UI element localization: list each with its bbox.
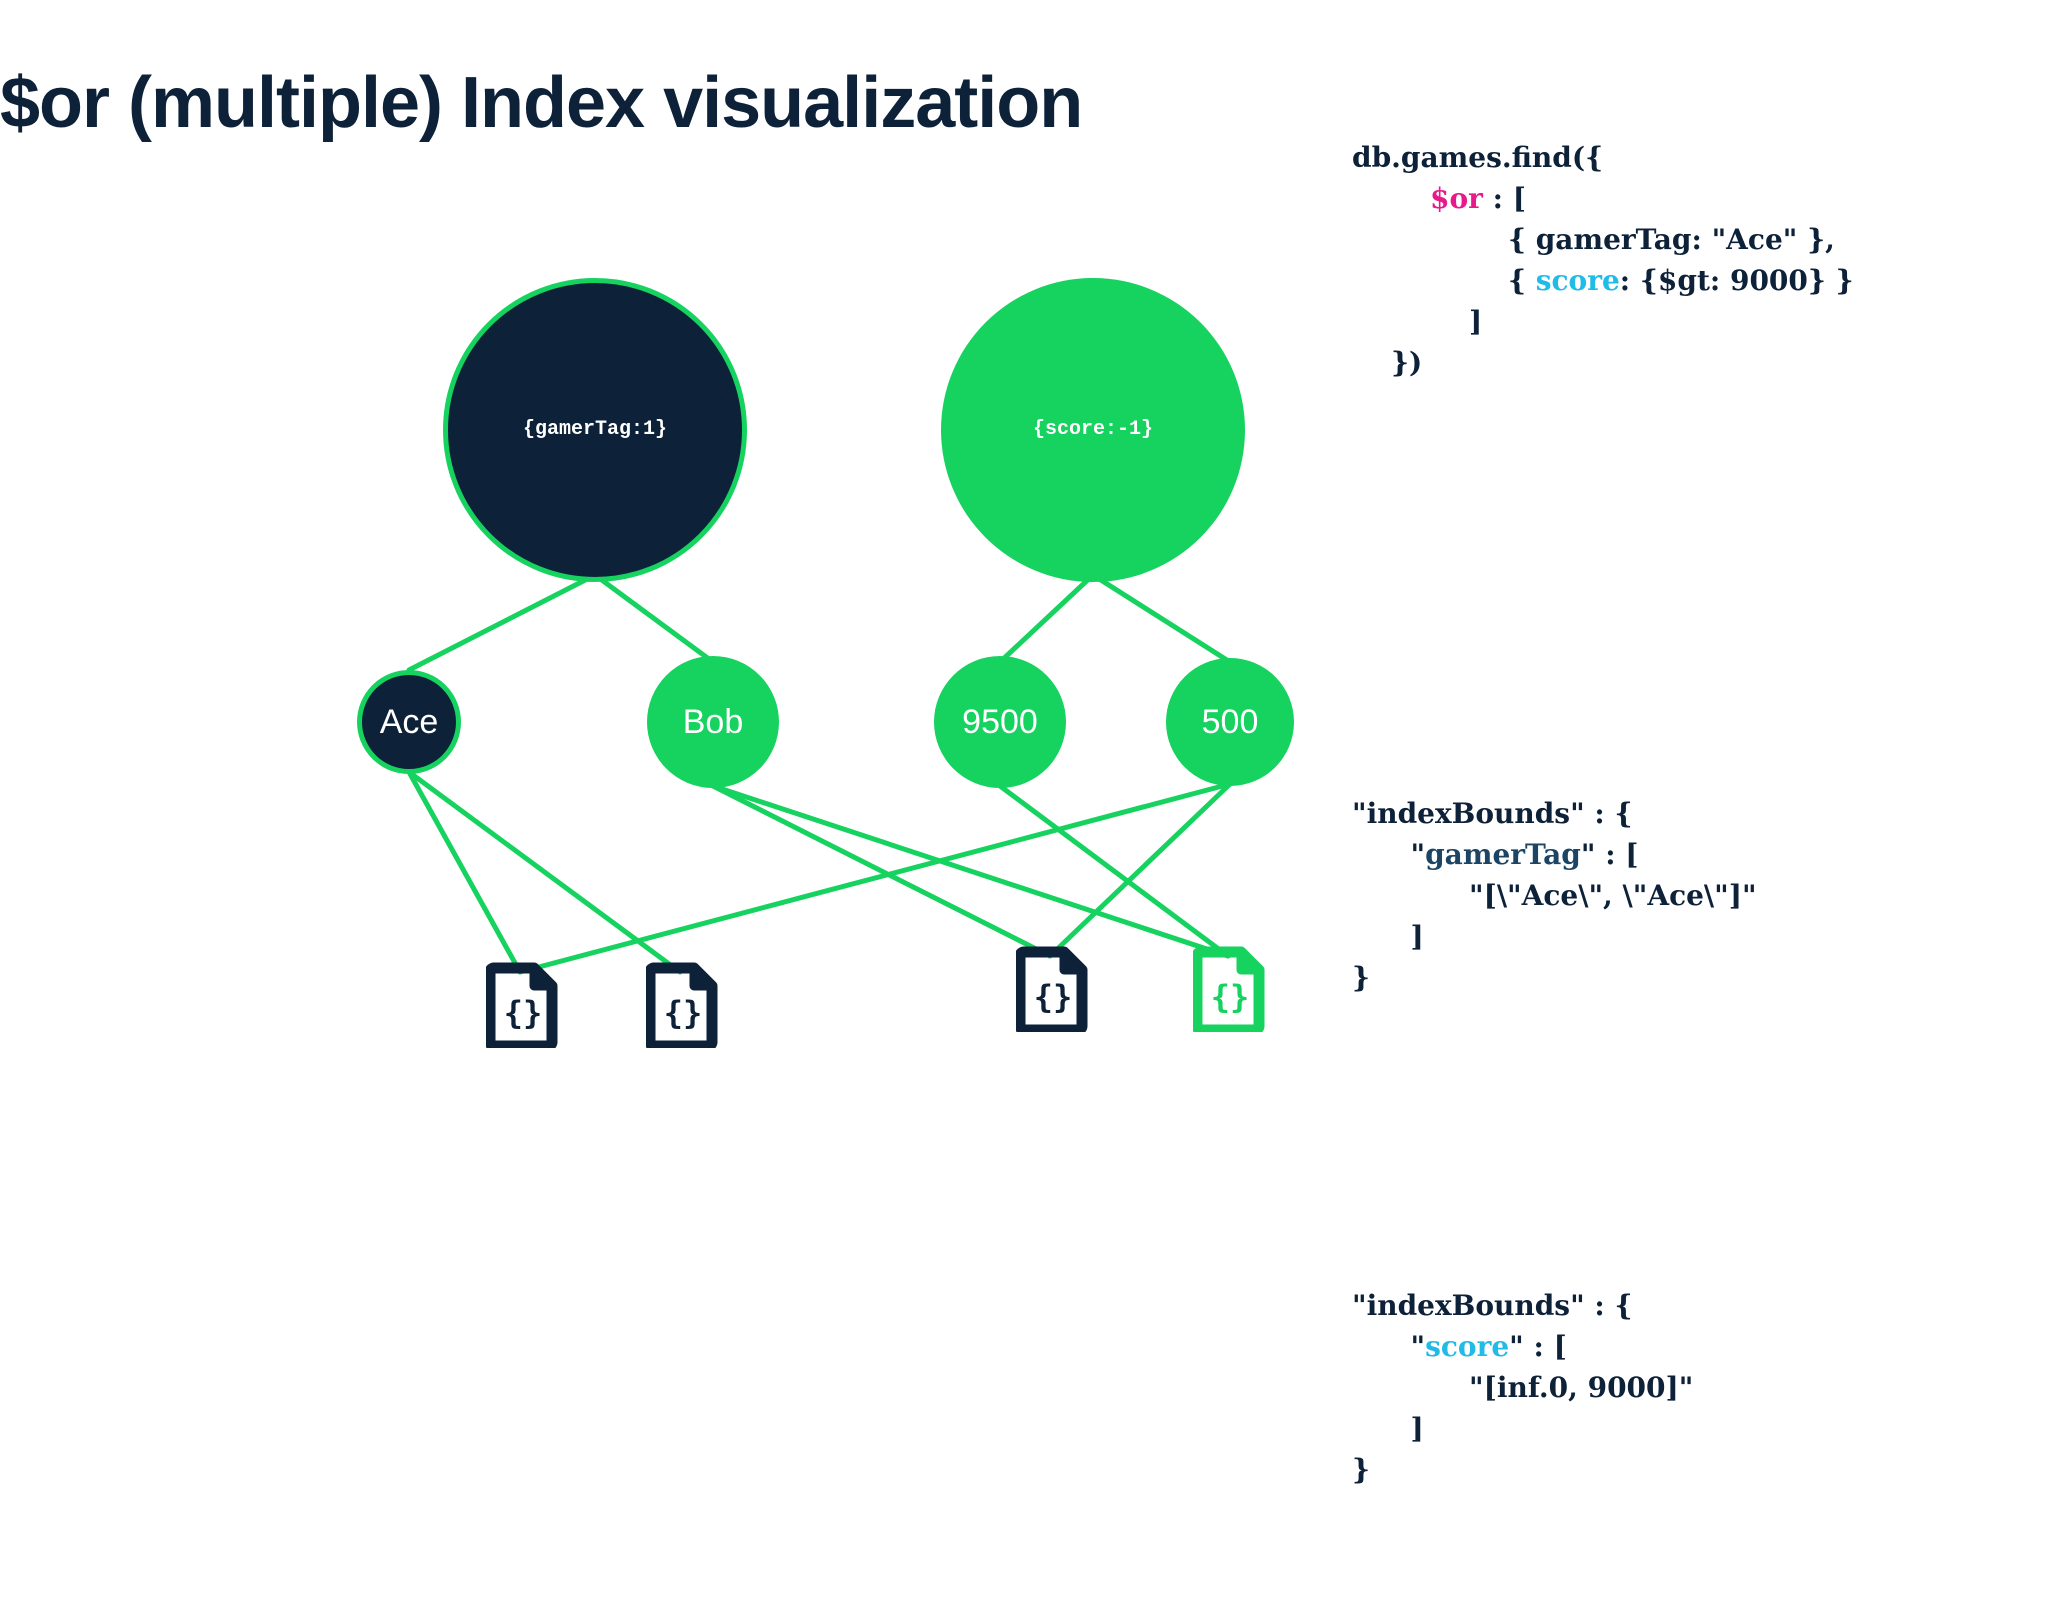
bounds2-line-2-rest: " : [ <box>1509 1330 1567 1363</box>
edge-gamertag-bob <box>592 572 716 665</box>
edge-bob-doc4 <box>710 783 1231 959</box>
slide-canvas: $or (multiple) Index visualization <box>0 0 1854 1486</box>
edge-score-9500 <box>997 572 1096 665</box>
key-node-ace[interactable]: Ace <box>357 670 461 774</box>
edge-score-500 <box>1090 572 1233 665</box>
query-line-3: { gamerTag: "Ace" }, <box>1352 223 1835 256</box>
bounds1-line-3: "[\"Ace\", \"Ace\"]" <box>1352 879 1757 912</box>
query-line-2-rest: : [ <box>1482 182 1526 215</box>
query-or-keyword: $or <box>1429 182 1483 215</box>
index-node-gamertag[interactable]: {gamerTag:1} <box>443 278 747 582</box>
json-document-icon-1[interactable]: {} <box>486 962 560 1048</box>
key-node-bob-label: Bob <box>682 703 744 741</box>
key-node-500-label: 500 <box>1201 703 1259 741</box>
code-gap-2 <box>1352 629 2042 670</box>
bounds2-line-4: ] <box>1352 1412 1424 1445</box>
edge-ace-doc1 <box>406 769 523 975</box>
query-line-4-indent: { <box>1352 264 1536 297</box>
bounds1-line-2-indent: " <box>1352 838 1426 871</box>
bounds1-line-2-rest: " : [ <box>1580 838 1639 871</box>
index-node-score-label: {score:-1} <box>1032 418 1154 441</box>
query-line-5: ] <box>1352 305 1483 338</box>
bounds1-line-4: ] <box>1352 920 1424 953</box>
page-title: $or (multiple) Index visualization <box>0 63 1083 143</box>
json-document-icon-3[interactable]: {} <box>1016 946 1090 1032</box>
query-line-1: db.games.find({ <box>1352 141 1604 174</box>
code-panel: db.games.find({ $or : [ { gamerTag: "Ace… <box>1352 14 2042 1613</box>
key-node-500[interactable]: 500 <box>1166 658 1294 786</box>
bounds2-line-2-indent: " <box>1352 1330 1426 1363</box>
query-score-keyword: score <box>1535 264 1620 297</box>
code-gap-1 <box>1352 506 2042 547</box>
json-document-icon-2[interactable]: {} <box>646 962 720 1048</box>
query-line-6: }) <box>1352 346 1423 379</box>
key-node-9500[interactable]: 9500 <box>934 656 1066 788</box>
bounds2-score-keyword: score <box>1425 1330 1510 1363</box>
index-bounds-block-2: "indexBounds" : { "score" : [ "[inf.0, 9… <box>1352 1285 2042 1490</box>
key-node-9500-label: 9500 <box>962 703 1038 741</box>
key-node-ace-label: Ace <box>379 703 439 741</box>
svg-text:{}: {} <box>664 994 703 1032</box>
bounds1-line-5: } <box>1352 961 1371 994</box>
bounds1-gamertag-keyword: gamerTag <box>1425 838 1581 871</box>
svg-text:{}: {} <box>504 994 543 1032</box>
edge-gamertag-ace <box>406 572 598 673</box>
index-node-gamertag-label: {gamerTag:1} <box>522 418 668 441</box>
bounds2-line-5: } <box>1352 1453 1371 1486</box>
index-bounds-block-1: "indexBounds" : { "gamerTag" : [ "[\"Ace… <box>1352 793 2042 998</box>
edge-ace-doc2 <box>406 769 683 975</box>
svg-text:{}: {} <box>1034 978 1073 1016</box>
query-line-4-rest: : {$gt: 9000} } <box>1619 264 1854 297</box>
json-document-icon-4[interactable]: {} <box>1193 946 1267 1032</box>
code-gap-3 <box>1352 1121 2042 1162</box>
svg-text:{}: {} <box>1211 978 1250 1016</box>
index-node-score[interactable]: {score:-1} <box>941 278 1245 582</box>
bounds2-line-1: "indexBounds" : { <box>1352 1289 1633 1322</box>
bounds2-line-3: "[inf.0, 9000]" <box>1352 1371 1694 1404</box>
index-visualization-diagram: {gamerTag:1} {score:-1} Ace Bob 9500 500… <box>0 0 1330 1152</box>
edge-9500-doc4 <box>997 783 1231 959</box>
edge-bob-doc3 <box>710 783 1053 959</box>
query-line-2-indent <box>1352 182 1430 215</box>
edge-layer <box>406 572 1233 975</box>
edge-500-doc1 <box>517 781 1233 975</box>
edge-500-doc3 <box>1047 781 1233 959</box>
query-block: db.games.find({ $or : [ { gamerTag: "Ace… <box>1352 137 2042 383</box>
key-node-bob[interactable]: Bob <box>647 656 779 788</box>
bounds1-line-1: "indexBounds" : { <box>1352 797 1633 830</box>
